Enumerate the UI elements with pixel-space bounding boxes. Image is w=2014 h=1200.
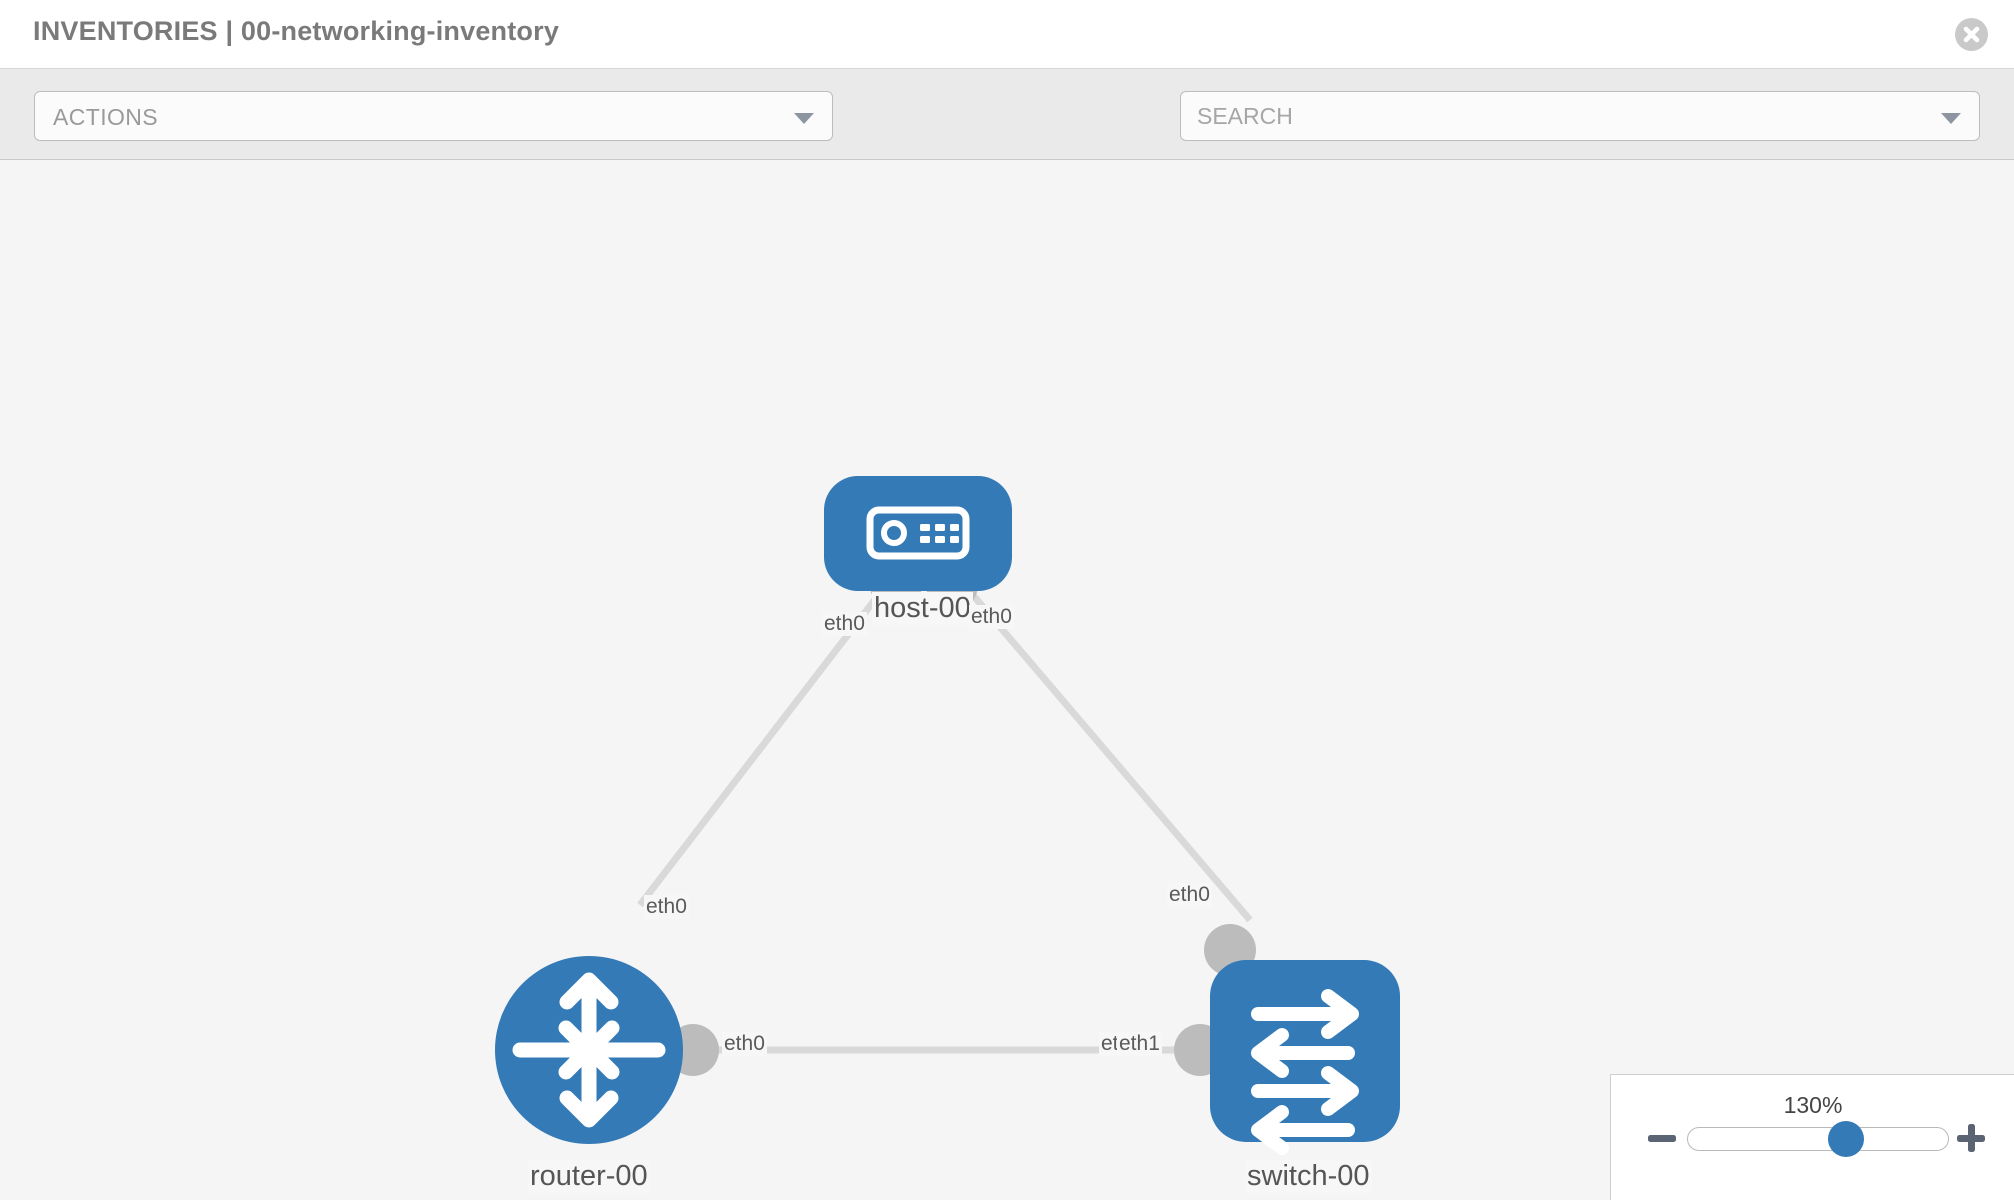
actions-dropdown-label: ACTIONS	[53, 104, 159, 130]
toolbar: ACTIONS	[0, 69, 2014, 199]
zoom-control-panel: 130%	[1610, 1074, 2014, 1200]
zoom-slider-track[interactable]	[1687, 1121, 1949, 1157]
zoom-out-button[interactable]	[1645, 1121, 1679, 1162]
node-label-switch-00: switch-00	[1245, 1160, 1372, 1193]
node-switch-00	[1210, 960, 1400, 1155]
chevron-down-icon	[794, 113, 814, 124]
node-router-00	[495, 956, 683, 1144]
chevron-down-icon[interactable]	[1941, 113, 1961, 124]
iface-label-switch-left-front: eth1	[1117, 1032, 1162, 1056]
topology-canvas[interactable]: host-00 router-00 switch-00 eth0 eth0 et…	[0, 160, 2014, 1200]
iface-label-router-right: eth0	[722, 1032, 767, 1056]
node-label-host-00: host-00	[872, 592, 973, 625]
search-input[interactable]	[1197, 92, 1897, 140]
search-field[interactable]	[1180, 91, 1980, 141]
title-bar: INVENTORIES | 00-networking-inventory	[0, 0, 2014, 69]
iface-label-switch-up: eth0	[1167, 883, 1212, 907]
node-host-00	[824, 476, 1012, 591]
actions-dropdown[interactable]: ACTIONS	[34, 91, 833, 141]
topology-links	[637, 577, 1253, 1054]
topology-connectors	[667, 559, 1256, 1076]
iface-label-host-left: eth0	[822, 612, 867, 636]
page-title: INVENTORIES | 00-networking-inventory	[33, 16, 560, 46]
close-icon[interactable]	[1955, 18, 1988, 51]
iface-label-router-up: eth0	[644, 895, 689, 919]
iface-label-host-right: eth0	[969, 605, 1014, 629]
node-label-router-00: router-00	[528, 1160, 650, 1193]
zoom-percent-label: 130%	[1783, 1092, 1843, 1118]
zoom-in-button[interactable]	[1954, 1121, 1988, 1162]
zoom-slider-thumb[interactable]	[1828, 1121, 1864, 1157]
